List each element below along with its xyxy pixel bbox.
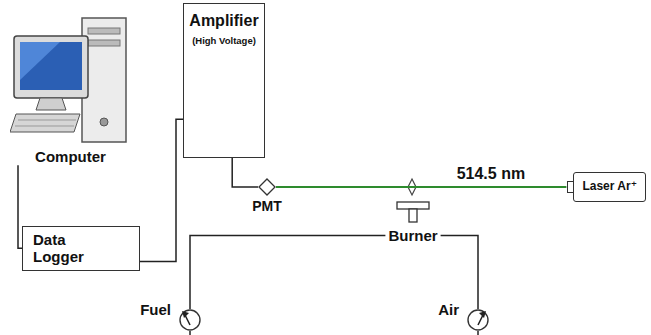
laser-box: Laser Ar⁺ [573, 172, 646, 202]
node-label: PMT [252, 198, 282, 214]
node-label: Air [438, 301, 459, 318]
edge-label: 514.5 nm [455, 165, 527, 183]
burner-shape [396, 201, 430, 223]
laser-aperture [567, 181, 573, 193]
laser-beam [276, 186, 566, 188]
flow-gauge: Fuel [179, 309, 201, 331]
burner-shape-svg [396, 201, 430, 223]
computer-node: Computer [8, 14, 133, 165]
air-pipe [477, 331, 479, 335]
gauge-dial [467, 309, 489, 331]
node-label: Fuel [140, 301, 171, 318]
computer-icon [10, 14, 132, 146]
gauge-dial [179, 309, 201, 331]
data-logger-box: Data Logger [22, 226, 140, 271]
box-title: Data Logger [33, 231, 95, 266]
flow-gauge: Air [467, 309, 489, 331]
connector [441, 236, 478, 309]
amplifier-box: Amplifier (High Voltage) [183, 3, 265, 158]
gauge-dial-svg [179, 309, 201, 331]
connector [140, 119, 183, 261]
node-label: Laser Ar⁺ [582, 180, 637, 194]
burner-node: Burner [388, 201, 437, 244]
computer-icon-svg [10, 14, 132, 146]
connector [190, 236, 385, 309]
connector [232, 158, 258, 187]
box-subtitle: (High Voltage) [188, 36, 260, 47]
diamond-shape [258, 178, 276, 196]
gauge-dial-svg [467, 309, 489, 331]
fuel-pipe [189, 331, 191, 335]
diamond-shape-svg [258, 178, 276, 196]
node-label: Burner [388, 227, 437, 244]
node-label: Computer [8, 148, 133, 165]
pmt-diamond: PMT [258, 178, 276, 196]
box-title: Amplifier [188, 12, 260, 30]
